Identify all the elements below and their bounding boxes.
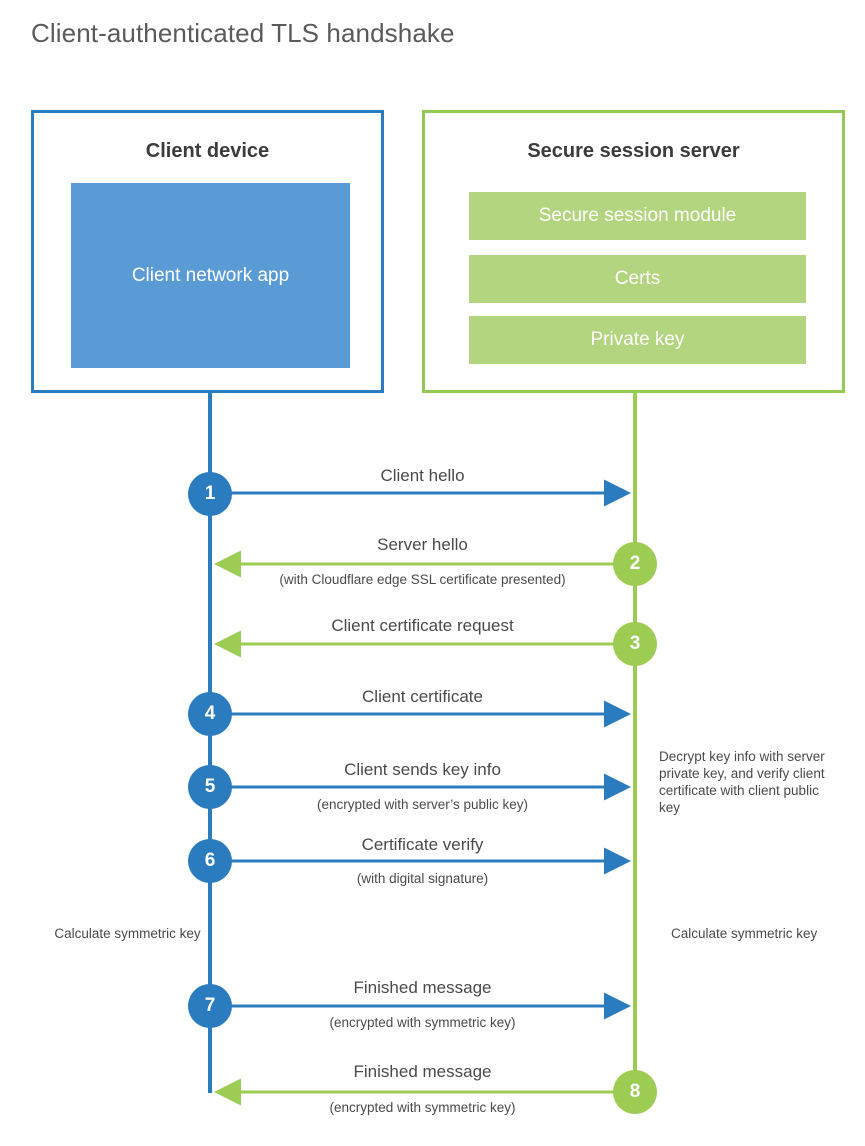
step-sublabel-6: (with digital signature) [356, 871, 489, 886]
step-circle-4: 4 [188, 692, 232, 736]
step-circle-8: 8 [613, 1070, 657, 1114]
step-circle-2: 2 [613, 542, 657, 586]
secure-session-server-title: Secure session server [527, 140, 740, 162]
step-circle-3: 3 [613, 622, 657, 666]
client-network-app-block: Client network app [71, 183, 350, 368]
step-sublabel-5: (encrypted with server’s public key) [316, 797, 529, 812]
step-label-3: Client certificate request [331, 616, 514, 635]
step-sublabel-7: (encrypted with symmetric key) [329, 1015, 516, 1030]
step-circle-5: 5 [188, 765, 232, 809]
note-server-calculate-symmetric-key: Calculate symmetric key [671, 926, 818, 941]
server-component-secure-session-module: Secure session module [469, 192, 806, 240]
page-title: Client-authenticated TLS handshake [31, 18, 455, 48]
step-circle-1: 1 [188, 472, 232, 516]
client-device-box: Client device Client network app [31, 110, 384, 393]
step-label-8: Finished message [353, 1062, 492, 1081]
step-label-5: Client sends key info [344, 760, 501, 779]
server-component-certs: Certs [469, 255, 806, 303]
step-label-4: Client certificate [362, 687, 483, 706]
step-label-2: Server hello [377, 535, 468, 554]
server-component-private-key: Private key [469, 316, 806, 364]
step-sublabel-8: (encrypted with symmetric key) [329, 1100, 516, 1115]
step-circle-7: 7 [188, 984, 232, 1028]
step-label-1: Client hello [380, 466, 465, 485]
note-server-decrypt: Decrypt key info with server private key… [659, 749, 825, 815]
step-label-7: Finished message [353, 978, 492, 997]
note-client-calculate-symmetric-key: Calculate symmetric key [54, 926, 201, 941]
step-circle-6: 6 [188, 839, 232, 883]
client-device-title: Client device [145, 140, 270, 162]
step-label-6: Certificate verify [361, 835, 484, 854]
secure-session-server-box: Secure session server Secure session mod… [422, 110, 845, 393]
step-sublabel-2: (with Cloudflare edge SSL certificate pr… [279, 572, 566, 587]
